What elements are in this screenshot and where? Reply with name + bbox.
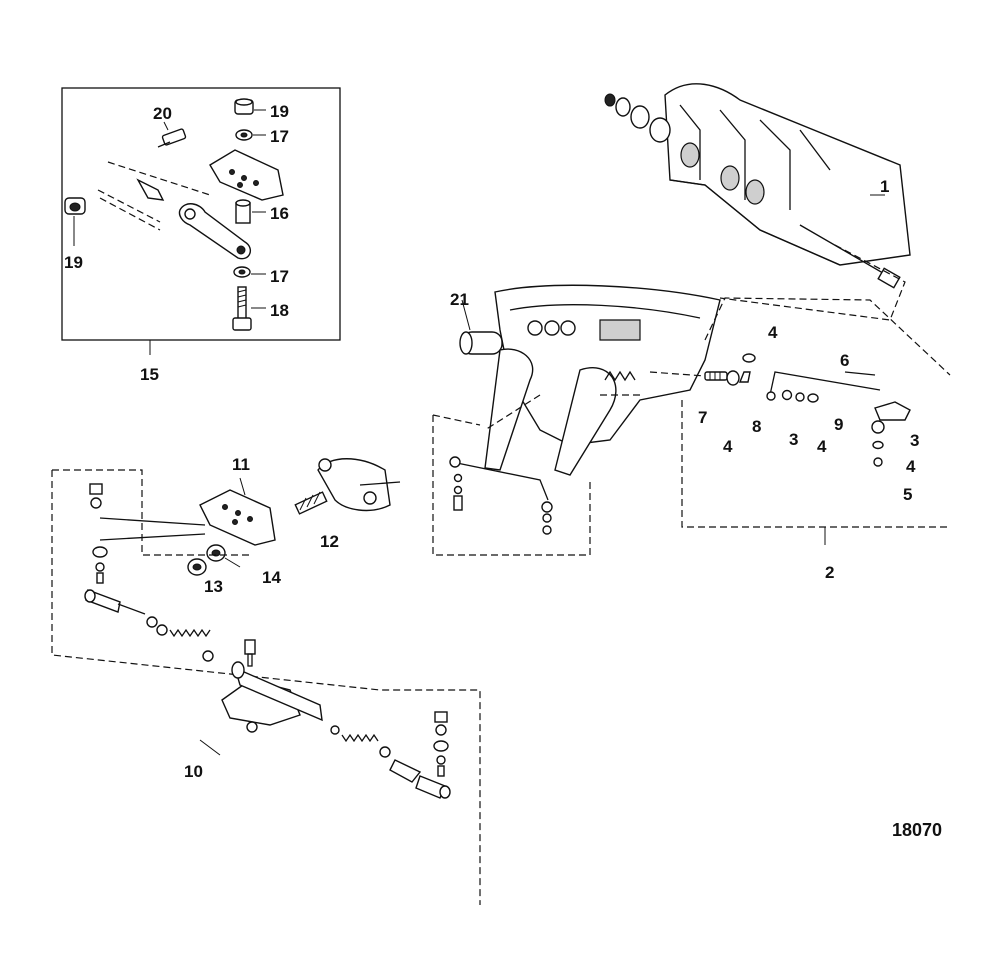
callout-20: 20: [153, 104, 172, 123]
inset-bracket: [209, 149, 284, 201]
linkage-dashed-frame: [432, 415, 591, 556]
callout-13: 13: [204, 577, 223, 596]
callout-10: 10: [184, 762, 203, 781]
bracket-assembly: [99, 458, 401, 576]
inset-frame: [61, 87, 341, 341]
callout-labels: 1 2 3 3 4 4 4 4 5 6 7 8 9 10 11 12 13 14…: [64, 102, 942, 840]
callout-3a: 3: [789, 430, 798, 449]
callout-4b: 4: [723, 437, 733, 456]
bolt-7: [704, 371, 728, 381]
callout-12: 12: [320, 532, 339, 551]
inset-lever-arm: [178, 203, 252, 260]
callout-16: 16: [270, 204, 289, 223]
nut-19-top: [234, 98, 254, 115]
center-assembly: [432, 284, 721, 556]
mount-assembly-1: [604, 83, 911, 321]
callout-19a: 19: [270, 102, 289, 121]
bushing-21: [459, 331, 503, 355]
callout-4c: 4: [817, 437, 827, 456]
callout-1: 1: [880, 177, 889, 196]
clip-8: [738, 371, 751, 383]
callout-6: 6: [840, 351, 849, 370]
callout-7: 7: [698, 408, 707, 427]
figure-number: 18070: [892, 820, 942, 840]
callout-5: 5: [903, 485, 912, 504]
rod-assembly-10: [51, 469, 481, 905]
callout-11: 11: [232, 455, 250, 474]
bracket-11: [199, 489, 276, 546]
callout-4d: 4: [906, 457, 916, 476]
callout-14: 14: [262, 568, 281, 587]
callout-18: 18: [270, 301, 289, 320]
nut-19-left: [64, 197, 86, 215]
callout-21: 21: [450, 290, 469, 309]
linkage-group-2: [649, 297, 951, 545]
callout-2: 2: [825, 563, 834, 582]
callout-3b: 3: [910, 431, 919, 450]
bolt-20: [157, 128, 187, 148]
callout-17a: 17: [270, 127, 289, 146]
bolt-18: [232, 286, 252, 331]
end-fitting-6: [874, 401, 911, 421]
callout-8: 8: [752, 417, 761, 436]
callout-17b: 17: [270, 267, 289, 286]
stud-12: [294, 491, 328, 515]
callout-4a: 4: [768, 323, 778, 342]
inset-detail-15: [61, 87, 341, 355]
callout-15: 15: [140, 365, 159, 384]
callout-19b: 19: [64, 253, 83, 272]
callout-9: 9: [834, 415, 843, 434]
